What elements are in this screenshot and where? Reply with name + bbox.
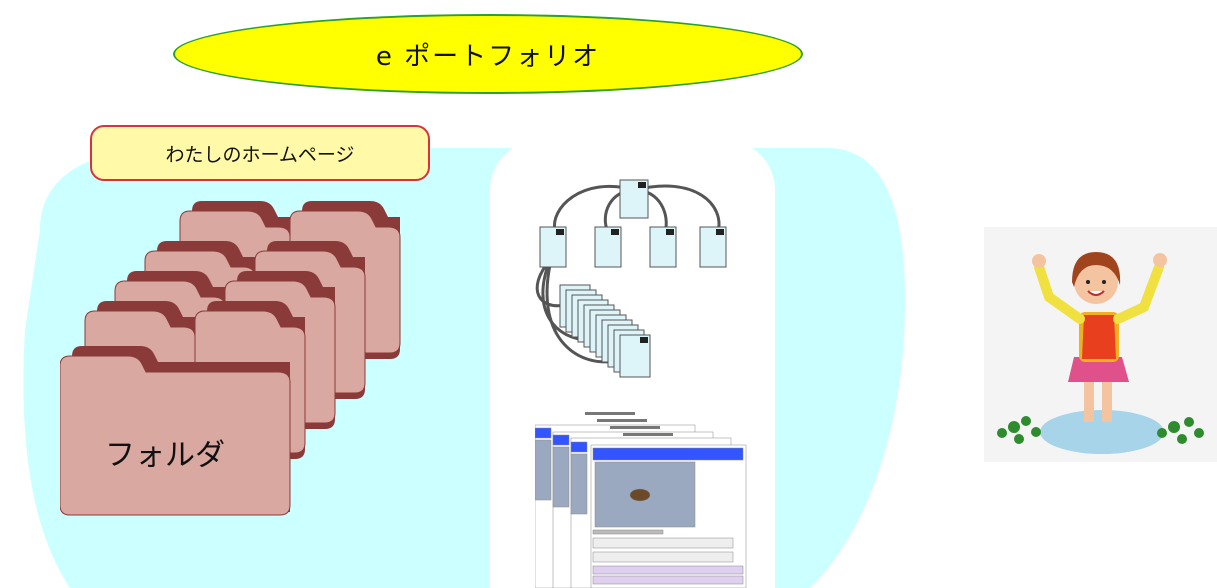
folder-icon: [60, 200, 401, 516]
page-title: e ポートフォリオ: [375, 41, 601, 72]
folder-label-box: フォルダ: [105, 430, 225, 474]
cheering-girl-illustration: [997, 252, 1204, 454]
web-page-thumbnails: [535, 412, 747, 588]
cheering-girl-card: [984, 227, 1217, 462]
title-ellipse: e ポートフォリオ: [173, 14, 803, 94]
homepage-label-box: わたしのホームページ: [90, 125, 430, 181]
root-document-icon: [619, 179, 649, 219]
document-tree-icon: [535, 179, 727, 378]
folder-label: フォルダ: [105, 438, 225, 473]
homepage-label: わたしのホームページ: [165, 143, 355, 166]
